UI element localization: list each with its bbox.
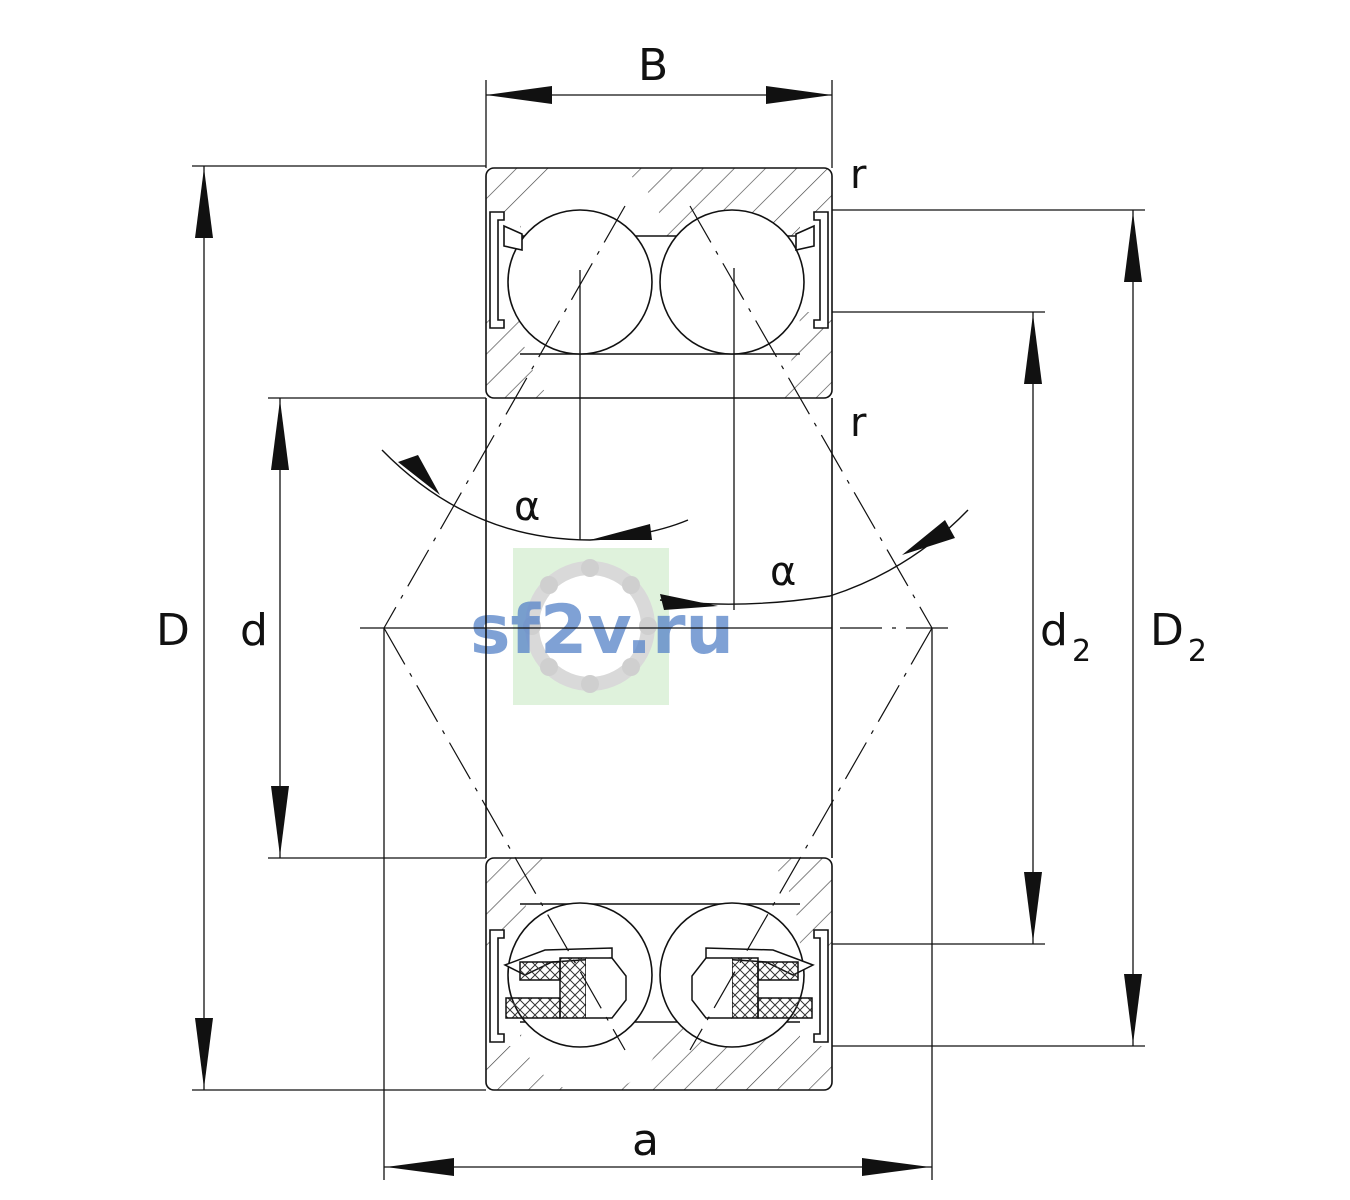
label-alpha-right: α <box>770 549 796 595</box>
label-D: D <box>156 605 190 656</box>
contact-line-left-lower <box>383 627 626 1051</box>
bearing-outline-top <box>485 167 833 399</box>
contact-line-left-upper <box>383 205 626 629</box>
label-B: B <box>638 40 668 91</box>
contact-line-right-upper <box>689 205 933 629</box>
label-a: a <box>632 1115 659 1166</box>
contact-line-right-lower <box>689 627 933 1051</box>
label-r-top: r <box>850 152 867 198</box>
bearing-outline-bottom <box>485 857 833 1091</box>
label-d: d <box>240 605 268 656</box>
label-alpha-left: α <box>514 484 540 530</box>
label-d2-sub: 2 <box>1072 634 1091 669</box>
angle-arc-left <box>381 449 689 541</box>
watermark: sf2v.ru <box>470 548 734 705</box>
label-D2-main: D <box>1150 605 1184 656</box>
cage-left <box>503 947 627 1019</box>
label-r-inner: r <box>850 400 867 446</box>
label-D2-sub: 2 <box>1188 634 1207 669</box>
cage-right <box>691 947 815 1019</box>
seals <box>489 211 829 1043</box>
label-d2-main: d <box>1040 605 1068 656</box>
ball-top-right <box>659 209 805 355</box>
